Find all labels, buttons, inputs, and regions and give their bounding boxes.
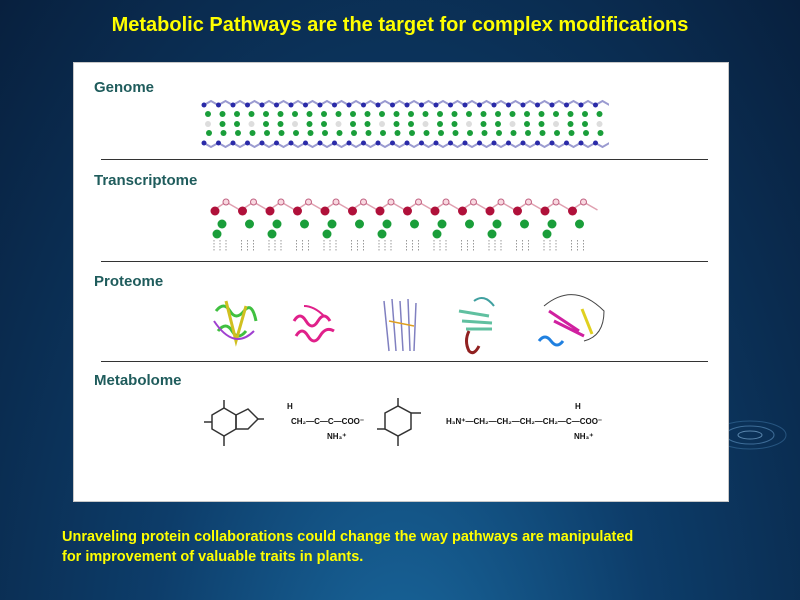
protein-structure-4 [458, 296, 495, 355]
aspartate-formula: CH₂—C—C—COO⁻ [291, 417, 365, 426]
lysine-formula: H₃N⁺—CH₂—CH₂—CH₂—CH₂—C—COO⁻ [446, 417, 603, 426]
label-metabolome: Metabolome [94, 372, 182, 389]
aspartate-amine: NH₃⁺ [327, 432, 347, 441]
slide-title: Metabolic Pathways are the target for co… [111, 14, 689, 36]
label-proteome: Proteome [94, 273, 164, 290]
divider [101, 361, 708, 362]
divider [101, 159, 708, 160]
dna-double-helix-image [201, 99, 609, 149]
protein-structure-3 [383, 298, 417, 352]
lysine-amine: NH₃⁺ [574, 432, 594, 441]
lysine-hydrogen: H [575, 402, 581, 411]
slide-footer-text: Unraveling protein collaborations could … [62, 527, 633, 567]
footer-line-1: Unraveling protein collaborations could … [62, 529, 634, 545]
label-genome: Genome [94, 79, 155, 96]
label-transcriptome: Transcriptome [94, 172, 198, 189]
protein-structures-image [213, 294, 605, 355]
aspartate-hydrogen: H [287, 402, 293, 411]
protein-structure-5 [537, 294, 605, 347]
divider [101, 261, 708, 262]
protein-structure-2 [292, 305, 335, 343]
pyrimidine-structure-image [377, 398, 421, 446]
adenine-structure-image [204, 400, 264, 446]
omics-panel: Genome Transcriptome Proteome [73, 62, 729, 502]
protein-structure-1 [213, 300, 258, 347]
footer-line-2: for improvement of valuable traits in pl… [62, 549, 364, 565]
rna-strand-image [210, 198, 598, 252]
